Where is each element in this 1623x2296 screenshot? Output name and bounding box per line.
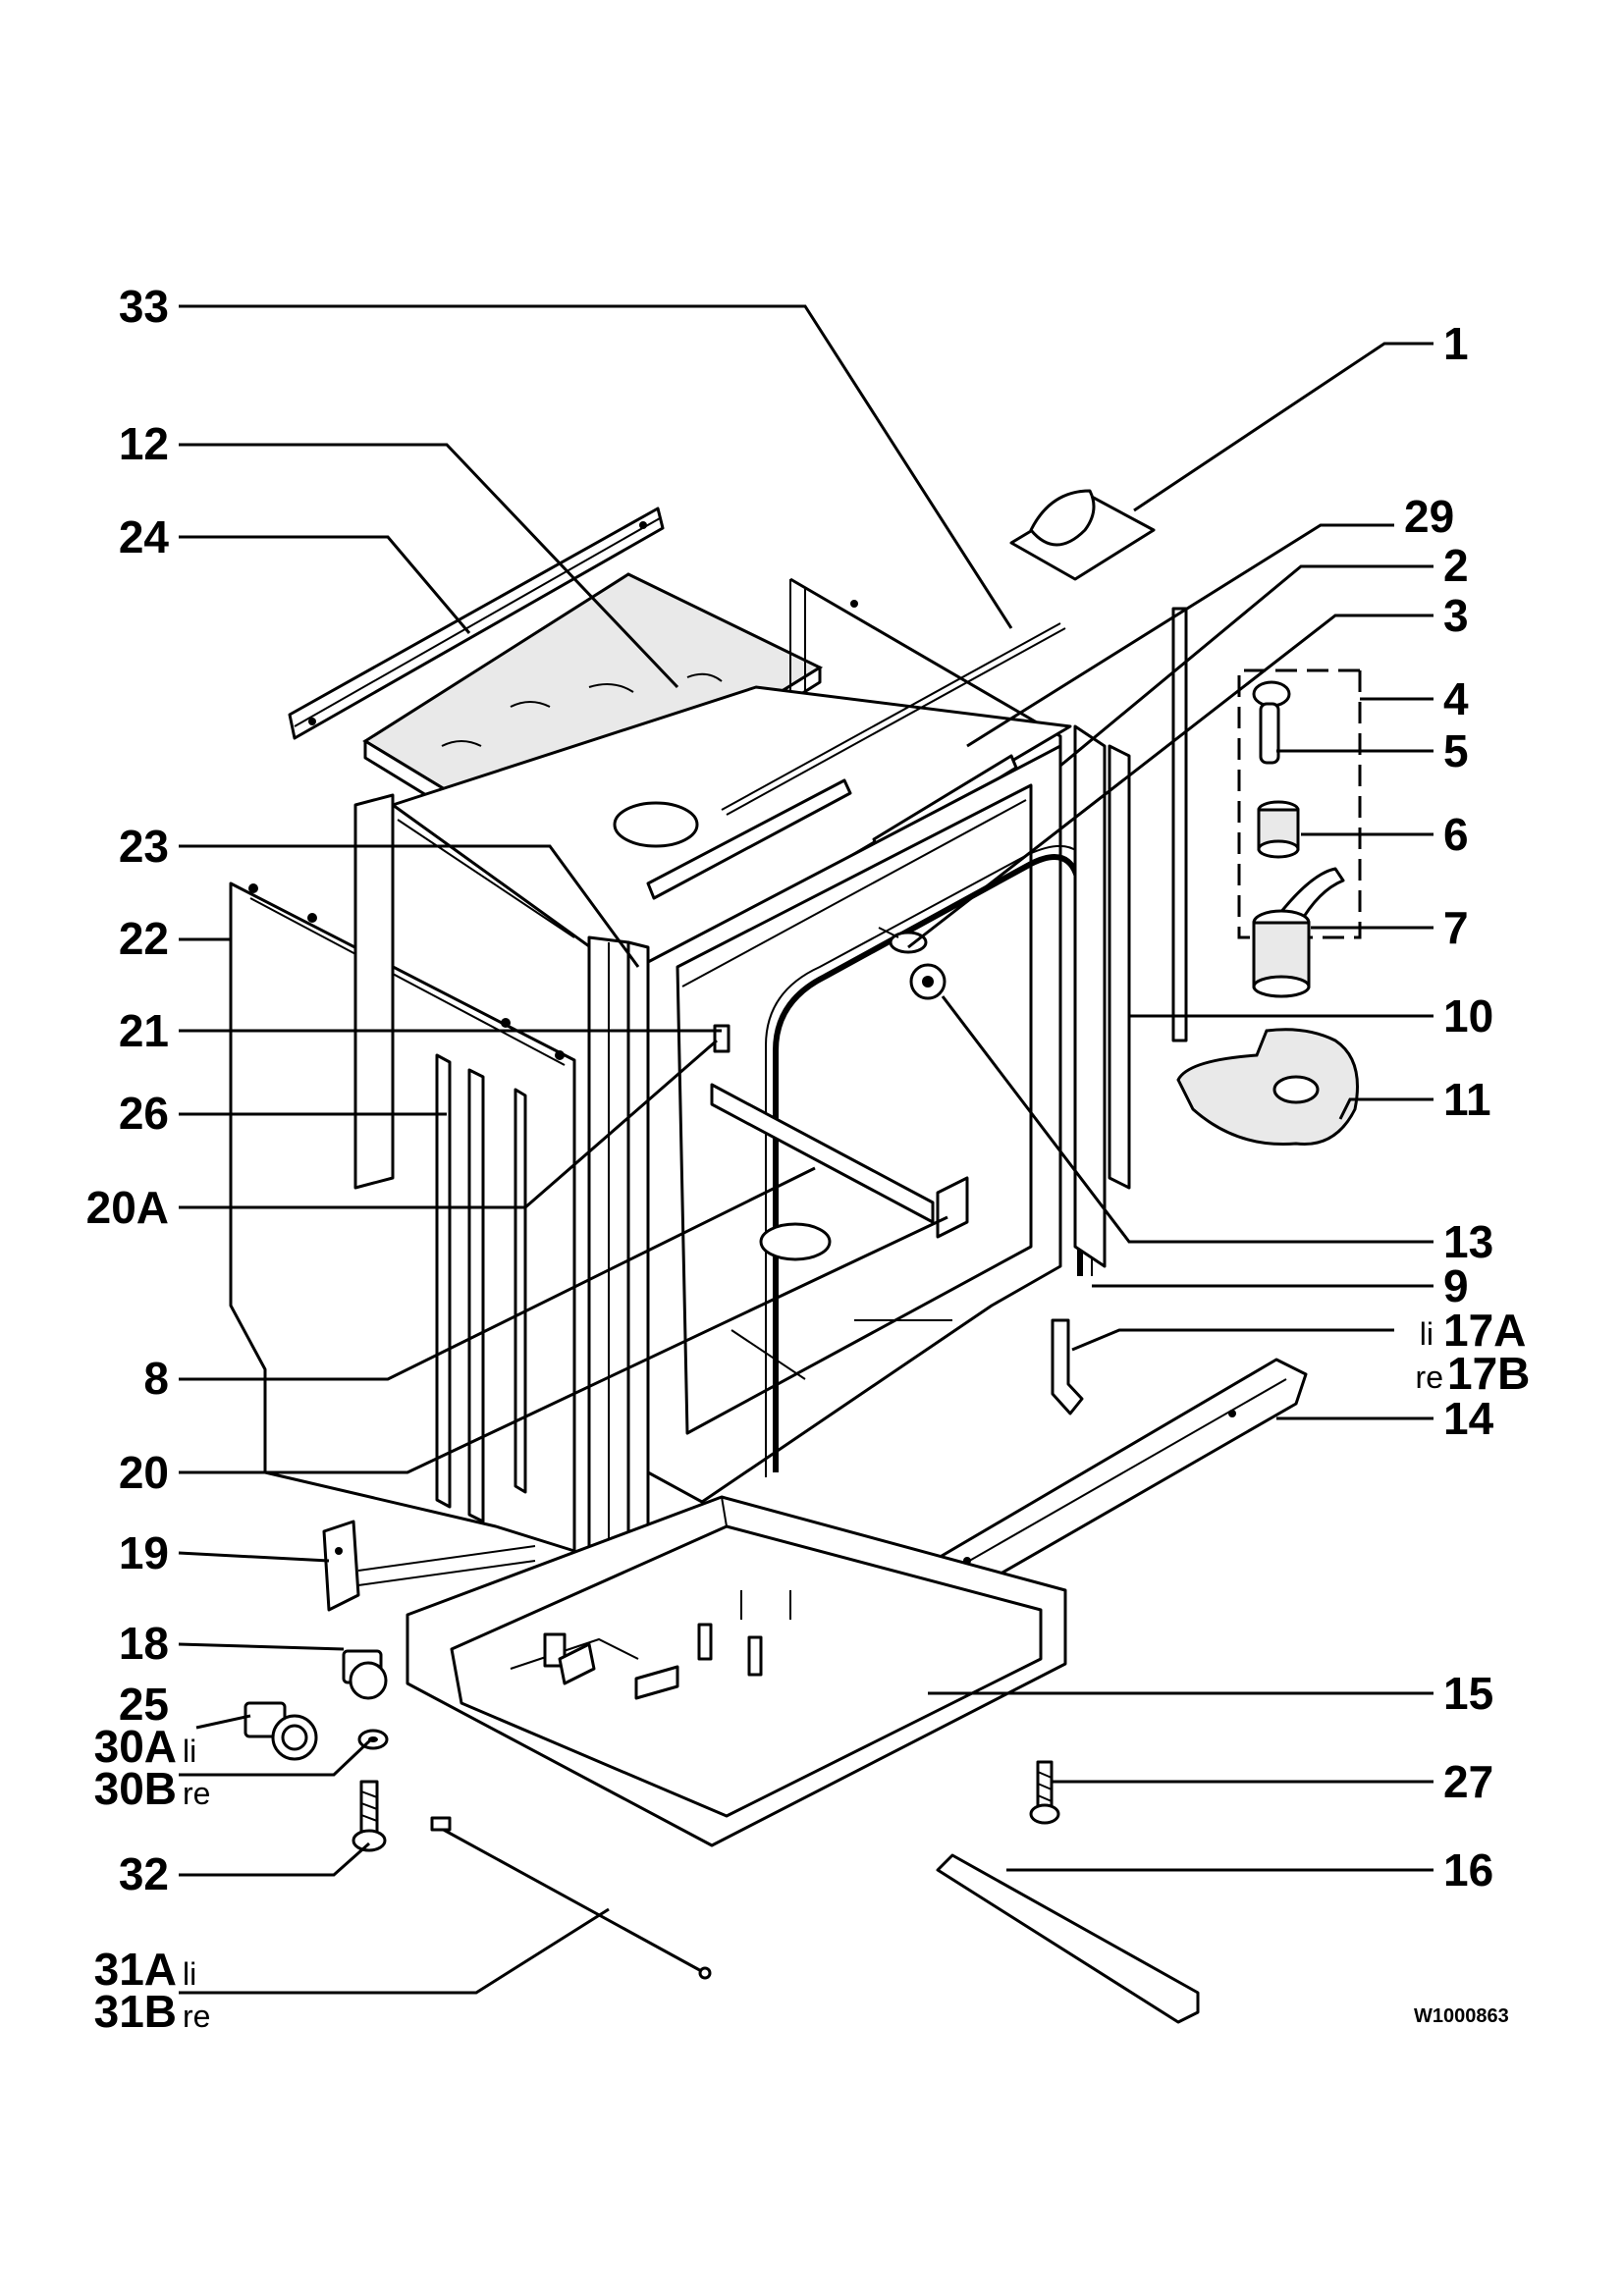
part-7-filter-cup [1252,867,1345,998]
callout-30A-suffix: li [183,1734,196,1769]
callout-32: 32 [119,1848,169,1899]
callout-5: 5 [1443,725,1469,776]
part-26-strips [435,1053,527,1523]
part-18-foot [342,1649,388,1700]
part-5-filter-handle [1252,680,1291,765]
part-15-base-frame [406,1495,1067,1847]
part-11-filter-plate [1176,1028,1359,1147]
part-31-rod [430,1816,712,1980]
part-19-bracket [322,1520,536,1612]
callout-10: 10 [1443,990,1493,1041]
callout-labels-left: 33 12 24 23 22 21 26 20A 8 20 19 18 25 3… [86,281,211,2037]
right-column [1073,607,1188,1268]
callout-12: 12 [119,418,169,469]
callout-11: 11 [1443,1074,1491,1125]
callout-27: 27 [1443,1756,1493,1807]
callout-14: 14 [1443,1393,1494,1444]
callout-30A: 30A [94,1721,177,1772]
tub-body [646,744,1094,1504]
callout-22: 22 [119,913,169,964]
callout-25: 25 [119,1679,169,1730]
callout-3: 3 [1443,590,1469,641]
callout-2: 2 [1443,540,1469,591]
callout-21: 21 [119,1005,169,1056]
part-17-hinge [1051,1318,1084,1415]
filter-group-4 [1237,668,1362,939]
callout-23: 23 [119,821,169,872]
callout-6: 6 [1443,809,1469,860]
callout-17A-prefix: li [1420,1316,1434,1352]
part-32-screw [352,1780,387,1852]
callout-31A: 31A [94,1944,177,1995]
part-27-screw [1029,1760,1060,1825]
part-1-roll [1009,489,1156,581]
callout-7: 7 [1443,902,1469,953]
callout-1: 1 [1443,318,1469,369]
callout-4: 4 [1443,673,1469,724]
callout-16: 16 [1443,1844,1493,1896]
callout-17B: 17B [1447,1348,1530,1399]
part-24-top-rail [288,507,665,740]
part-6-filter-cylinder [1257,800,1300,859]
callout-19: 19 [119,1527,169,1578]
callout-31B-suffix: re [183,1999,210,2034]
callout-31A-suffix: li [183,1956,196,1992]
callout-17B-prefix: re [1416,1360,1443,1395]
callout-33: 33 [119,281,169,332]
callout-30B: 30B [94,1763,177,1814]
leader-lines [178,304,1434,1995]
callout-24: 24 [119,511,170,562]
callout-labels-right: 1 29 2 3 4 5 6 7 10 11 13 9 li 17A re 17… [1404,318,1530,1896]
callout-31B: 31B [94,1986,177,2037]
callout-26: 26 [119,1088,169,1139]
part-25-foot [243,1701,318,1761]
part-22-side-panel [229,881,576,1553]
callout-15: 15 [1443,1668,1493,1719]
part-16-strip [936,1853,1200,2024]
parts-drawing [229,489,1362,2024]
callout-20: 20 [119,1447,169,1498]
callout-18: 18 [119,1618,169,1669]
callout-30B-suffix: re [183,1776,210,1811]
front-frame-left [353,793,650,1563]
callout-13: 13 [1443,1216,1493,1267]
callout-8: 8 [143,1353,169,1404]
callout-17A: 17A [1443,1305,1526,1356]
drawing-code: W1000863 [1414,2005,1509,2027]
callout-20A: 20A [86,1182,169,1233]
callout-9: 9 [1443,1260,1469,1311]
callout-29: 29 [1404,491,1454,542]
